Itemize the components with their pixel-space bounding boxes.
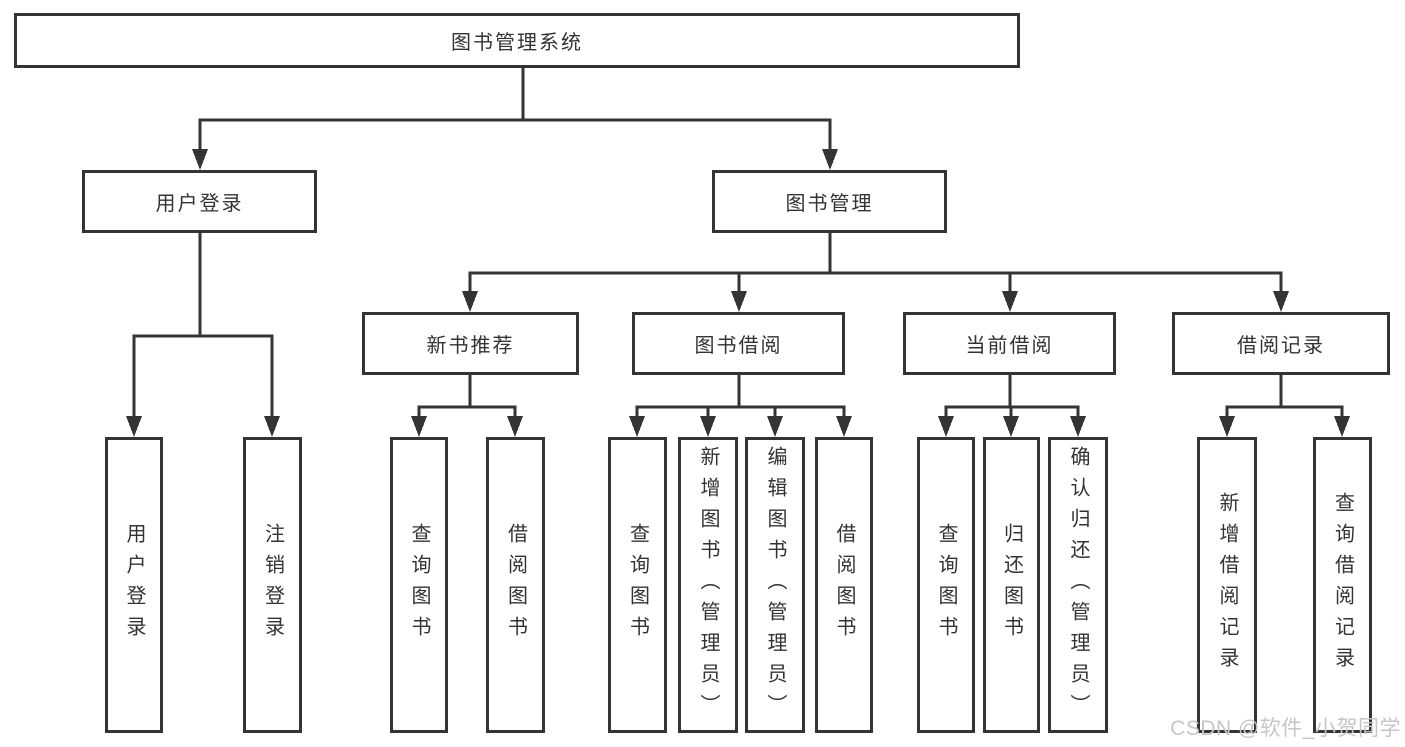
leaf-borrow-books-recommend-label: 借阅图书 [504,523,527,647]
arrowhead-down [629,416,645,437]
arrowhead-down [507,416,523,437]
arrowhead-down [1003,416,1019,437]
leaf-query-books-recommend-label: 查询图书 [408,523,430,647]
node-borrow-records: 借阅记录 [1172,312,1390,375]
arrowhead-down [938,416,954,437]
arrowhead-down [1219,416,1235,437]
node-book-management-label: 图书管理 [785,193,874,215]
arrowhead-down [731,291,747,312]
node-user-login: 用户登录 [82,170,317,233]
leaf-add-borrow-record-label: 新增借阅记录 [1216,492,1238,678]
leaf-return-book-label: 归还图书 [1000,523,1023,647]
arrowhead-down [411,416,427,437]
leaf-confirm-return-admin-label: 确认归还（管理员） [1067,445,1089,725]
leaf-user-login: 用户登录 [105,437,163,733]
node-book-borrow-label: 图书借阅 [694,335,783,357]
leaf-user-login-label: 用户登录 [123,523,145,647]
leaf-edit-book-admin: 编辑图书（管理员） [745,437,805,733]
node-current-borrow: 当前借阅 [903,312,1116,375]
watermark: CSDN @软件_小贺同学 [1170,717,1401,740]
arrowhead-down [1002,291,1018,312]
node-new-book-recommend: 新书推荐 [362,312,579,375]
arrowhead-down [264,416,280,437]
leaf-query-books-borrow-label: 查询图书 [626,523,649,647]
leaf-logout-label: 注销登录 [261,523,284,647]
leaf-query-borrow-record-label: 查询借阅记录 [1331,492,1354,678]
arrowhead-down [700,416,716,437]
leaf-query-books-recommend: 查询图书 [390,437,448,733]
connector-user-login-to-children [132,233,274,419]
leaf-add-book-admin-label: 新增图书（管理员） [697,445,719,725]
leaf-add-book-admin: 新增图书（管理员） [678,437,738,733]
leaf-query-books-current-label: 查询图书 [935,523,957,647]
node-new-book-recommend-label: 新书推荐 [426,335,515,357]
arrowhead-down [1070,416,1086,437]
arrowhead-down [1334,416,1350,437]
node-root-label: 图书管理系统 [451,32,583,54]
leaf-edit-book-admin-label: 编辑图书（管理员） [764,445,786,725]
leaf-borrow-books-label: 借阅图书 [833,523,855,647]
leaf-return-book: 归还图书 [983,437,1040,733]
node-current-borrow-label: 当前借阅 [965,335,1054,357]
arrowhead-down [822,149,838,170]
node-book-management: 图书管理 [712,170,947,233]
leaf-logout: 注销登录 [243,437,302,733]
node-book-borrow: 图书借阅 [632,312,845,375]
arrowheads [126,149,1350,437]
arrowhead-down [192,149,208,170]
arrowhead-down [767,416,783,437]
connector-root-to-level1 [198,68,832,152]
arrowhead-down [1273,291,1289,312]
leaf-query-borrow-record: 查询借阅记录 [1313,437,1372,733]
connector-borrow-records-to-children [1225,375,1344,419]
arrowhead-down [836,416,852,437]
connector-book-management-to-level2 [468,233,1283,294]
node-borrow-records-label: 借阅记录 [1237,335,1325,357]
connector-current-borrow-to-children [944,375,1080,419]
node-root: 图书管理系统 [14,13,1020,68]
leaf-query-books-borrow: 查询图书 [608,437,667,733]
leaf-add-borrow-record: 新增借阅记录 [1197,437,1257,733]
leaf-confirm-return-admin: 确认归还（管理员） [1048,437,1108,733]
connector-new-book-to-children [417,375,517,419]
node-user-login-label: 用户登录 [155,193,244,215]
arrowhead-down [462,291,478,312]
leaf-borrow-books: 借阅图书 [815,437,873,733]
leaf-borrow-books-recommend: 借阅图书 [486,437,545,733]
leaf-query-books-current: 查询图书 [917,437,975,733]
connector-book-borrow-to-children [635,375,846,419]
arrowhead-down [126,416,142,437]
